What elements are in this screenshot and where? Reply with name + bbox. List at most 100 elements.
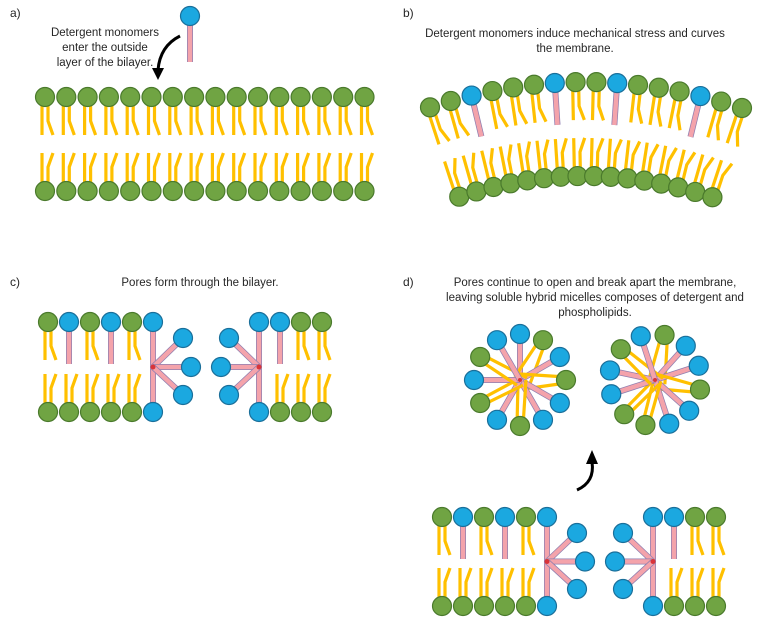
caption-line: Detergent monomers [50,27,160,39]
lipid-tails-icon [85,373,100,404]
detergent-head-icon [269,311,291,333]
detergent-head-icon [659,413,680,434]
phospholipid-head-icon [141,86,162,108]
phospholipid-head-icon [685,181,706,203]
phospholipid-head-icon [668,177,689,198]
lipid-tails-icon [189,152,204,183]
phospholipid-head-icon [290,180,311,202]
phospholipid-head-icon [247,180,269,202]
phospholipid-head-icon [269,180,290,202]
phospholipid-head-icon [731,97,753,119]
phospholipid-head-icon [77,180,98,202]
lipid-tails-icon [479,525,494,556]
lipid-tails-icon [296,330,311,361]
phospholipid-head-icon [311,311,333,333]
lipid-tails-icon [125,105,140,136]
phospholipid-head-icon [705,595,727,617]
phospholipid-head-icon [354,180,375,202]
phospholipid-head-icon [354,86,375,108]
lipid-tails-icon [338,105,353,136]
phospholipid-head-icon [515,595,537,617]
lipid-tails-icon [571,90,586,121]
phospholipid-head-icon [669,81,690,102]
phospholipid-head-icon [37,311,59,333]
lipid-tails-icon [127,330,142,361]
phospholipid-head-icon [473,506,495,528]
phospholipid-head-icon [515,506,537,528]
lipid-tails-icon [711,525,726,556]
phospholipid-head-icon [440,90,461,112]
lipid-tails-icon [690,525,705,556]
lipid-tails-icon [500,567,515,598]
phospholipid-head-icon [311,180,332,202]
lipid-tails-icon [104,152,119,183]
panel-b-curved-bilayer [419,71,753,208]
lipid-tails-icon [168,105,183,136]
phospholipid-head-icon [34,180,56,202]
caption-line: the membrane. [536,43,614,55]
panel-c-caption: Pores form through the bilayer. [100,276,300,291]
detergent-head-icon [494,506,516,528]
lipid-tails-icon [629,92,644,124]
phospholipid-head-icon [226,86,247,108]
lipid-tails-icon [359,105,375,136]
phospholipid-head-icon [120,180,141,202]
detergent-head-icon [172,327,194,349]
phospholipid-head-icon [600,166,621,187]
lipid-tails-icon [530,92,548,124]
detergent-head-icon [630,326,651,347]
detergent-head-icon [690,85,711,107]
detergent-head-icon [642,506,664,528]
lipid-tails-icon [572,137,587,169]
lipid-tails-icon [61,105,76,136]
lipid-tails-icon [43,330,58,361]
panel-a-bilayer [34,5,375,202]
caption-line: phospholipids. [558,307,632,319]
micelle-center-icon [653,378,657,382]
pore-center-icon [544,559,550,564]
phospholipid-head-icon [523,74,545,95]
detergent-head-icon [248,401,270,423]
detergent-head-icon [461,85,482,106]
lipid-tails-icon [693,154,715,186]
hybrid-micelle [599,324,711,436]
lipid-tails-icon [710,159,734,192]
phospholipid-head-icon [473,595,495,617]
phospholipid-head-icon [269,401,291,423]
pore-center-icon [256,364,262,370]
lipid-tails-icon [589,137,605,169]
detergent-head-icon [218,384,240,406]
lipid-tails-icon [428,113,451,145]
phospholipid-head-icon [290,86,311,108]
phospholipid-head-icon [431,506,453,528]
lipid-tails-icon [125,152,140,183]
phospholipid-head-icon [466,181,487,202]
detergent-head-icon [58,311,80,333]
panel-d-label: d) [403,275,414,289]
curved-arrow-icon [156,34,181,71]
lipid-tails-icon [711,567,726,598]
lipid-tails-icon [317,373,332,404]
lipid-tails-icon [253,152,268,183]
phospholipid-head-icon [311,401,333,423]
lipid-tails-icon [232,152,247,183]
panel-b-caption: Detergent monomers induce mechanical str… [405,27,745,57]
phospholipid-head-icon [226,180,247,202]
phospholipid-head-icon [483,176,504,198]
caption-line: layer of the bilayer. [56,57,154,69]
lipid-tails-icon [359,152,375,183]
phospholipid-head-icon [79,401,101,423]
phospholipid-head-icon [120,86,141,108]
detergent-head-icon [172,384,194,406]
phospholipid-head-icon [684,506,706,528]
lipid-tails-icon [146,105,162,136]
phospholipid-head-icon [635,414,656,436]
caption-line: leaving soluble hybrid micelles composes… [446,292,744,304]
lipid-tails-icon [535,139,550,171]
phospholipid-head-icon [627,74,649,96]
phospholipid-head-icon [98,86,120,108]
pore-center-icon [150,364,156,370]
phospholipid-head-icon [34,86,56,108]
detergent-head-icon [566,578,588,600]
lipid-tails-icon [338,152,353,183]
